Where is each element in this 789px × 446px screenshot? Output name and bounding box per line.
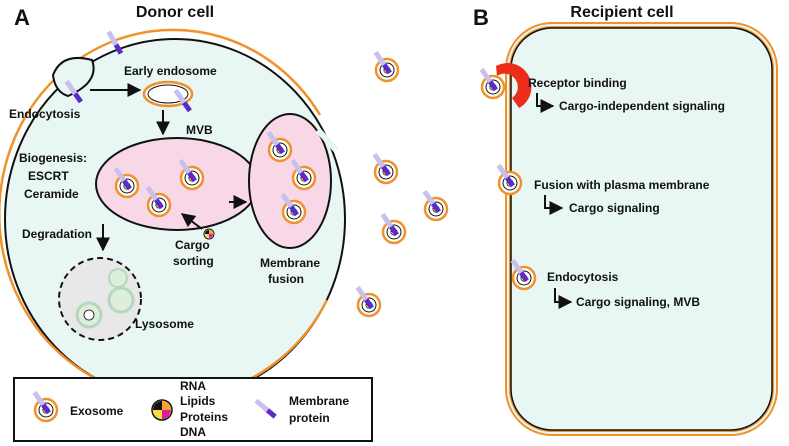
degradation-label: Degradation	[22, 227, 92, 241]
sorting-label: sorting	[173, 254, 214, 268]
lysosome-label: Lysosome	[135, 317, 194, 331]
membrane-label: Membrane	[260, 256, 320, 270]
legend-protein-label: protein	[289, 411, 330, 425]
receptor-binding-label: Receptor binding	[528, 76, 627, 90]
legend-box	[13, 377, 373, 442]
cargo-label: Cargo	[175, 238, 210, 252]
legend-dna-label: DNA	[180, 425, 206, 439]
panel-a: A Donor cell Endocytosis Early endosome …	[0, 4, 346, 400]
mvb-label: MVB	[186, 123, 213, 137]
cargo-signaling-label: Cargo signaling	[569, 201, 660, 215]
fusion-pm-arrow	[544, 195, 564, 215]
endocytosis-label: Endocytosis	[9, 107, 81, 121]
donor-cell-title: Donor cell	[136, 4, 214, 21]
legend-proteins-label: Proteins	[180, 410, 228, 424]
legend-exosome-label: Exosome	[70, 404, 124, 418]
panel-b-letter: B	[473, 5, 489, 30]
legend-cargo-icon	[151, 399, 173, 421]
cargo-signaling-mvb-label: Cargo signaling, MVB	[576, 295, 700, 309]
legend-lipids-label: Lipids	[180, 394, 216, 408]
biogenesis-label: Biogenesis:	[19, 151, 87, 165]
endocytic-pit	[51, 56, 95, 98]
cargo-sorting-arrow	[180, 213, 203, 230]
legend-membrane-label: Membrane	[289, 394, 349, 408]
panel-a-letter: A	[14, 5, 30, 30]
legend-rna-label: RNA	[180, 379, 206, 393]
recipient-cell-title: Recipient cell	[570, 4, 673, 21]
escrt-label: ESCRT	[28, 169, 69, 183]
fusion-label: fusion	[268, 272, 304, 286]
fusion-pm-label: Fusion with plasma membrane	[534, 178, 710, 192]
panel-b: B Recipient cell Receptor binding Cargo-…	[473, 4, 778, 436]
endocytosis-b-arrow	[554, 288, 573, 309]
endocytosis-b-label: Endocytosis	[547, 270, 619, 284]
cargo-independent-label: Cargo-independent signaling	[559, 99, 725, 113]
receptor-binding-arrow	[536, 93, 555, 113]
early-endosome-label: Early endosome	[124, 64, 217, 78]
ceramide-label: Ceramide	[24, 187, 79, 201]
receptor	[496, 63, 532, 108]
free-exosomes	[355, 51, 447, 316]
legend: Exosome RNA Lipids Proteins DNA Membrane…	[13, 377, 373, 442]
